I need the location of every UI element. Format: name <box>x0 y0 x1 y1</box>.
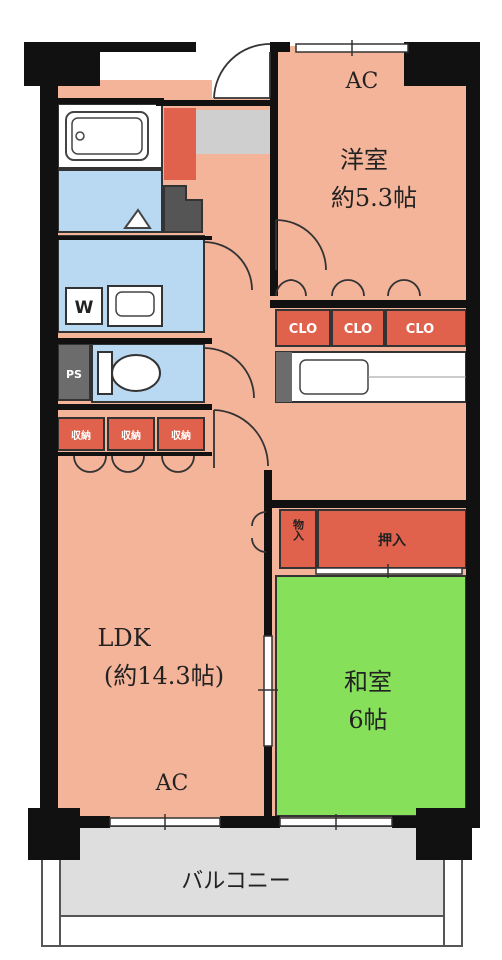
ldk-name: LDK <box>97 624 151 652</box>
western-room <box>276 46 468 298</box>
japanese-room-name: 和室 <box>344 668 392 696</box>
balcony-label: バルコニー <box>181 869 291 894</box>
washer-label: W <box>75 298 94 318</box>
western-room-size: 約5.3帖 <box>331 184 417 212</box>
entry-area <box>196 110 272 154</box>
water-heater <box>163 185 203 233</box>
japanese-room <box>275 575 467 817</box>
clo-1-label: CLO <box>289 322 317 337</box>
shuno-2-label: 収納 <box>121 429 141 442</box>
western-ac-label: AC <box>345 69 379 94</box>
shuno-3-label: 収納 <box>171 429 191 442</box>
ldk-size: (約14.3帖) <box>104 662 224 690</box>
toilet-icon <box>97 351 161 395</box>
clo-3-label: CLO <box>406 322 434 337</box>
clo-2-label: CLO <box>344 322 372 337</box>
shuno-1-label: 収納 <box>71 429 91 442</box>
shuno-row: 収納 収納 収納 <box>57 417 205 451</box>
pipe-space-label: PS <box>66 368 82 381</box>
bathroom <box>57 103 163 169</box>
oshiire-small-label: 物入 <box>292 518 305 542</box>
window-icon <box>109 40 463 830</box>
entry-red-strip <box>164 108 196 180</box>
walls <box>24 42 480 860</box>
japanese-room-size: 6帖 <box>348 706 387 734</box>
ldk-ac-label: AC <box>155 771 189 796</box>
oshiire-label: 押入 <box>378 532 406 549</box>
clo-row: CLO CLO CLO <box>275 309 467 347</box>
oshiire-small <box>279 509 317 569</box>
washer-box <box>65 287 103 325</box>
drain-triangle <box>123 208 152 229</box>
western-room-name: 洋室 <box>340 146 388 174</box>
door-swing-icon <box>73 43 421 553</box>
kitchen-counter-icon <box>275 351 467 403</box>
